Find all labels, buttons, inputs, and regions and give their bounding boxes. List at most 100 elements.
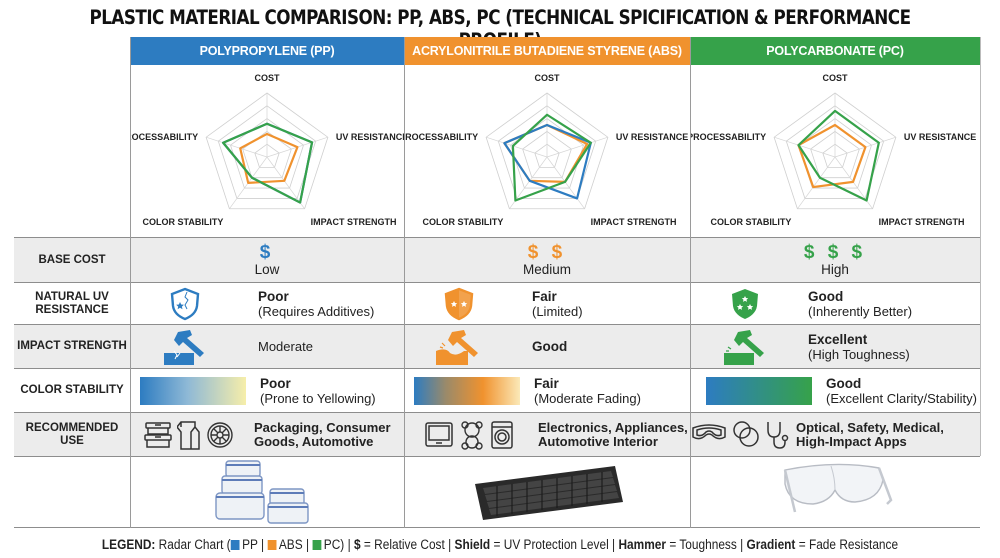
rating: Excellent bbox=[808, 331, 868, 347]
legend-abs: ABS bbox=[278, 537, 303, 552]
comparison-table: POLYPROPYLENE (PP) ACRYLONITRILE BUTADIE… bbox=[14, 37, 981, 528]
monitor-icon bbox=[425, 421, 453, 447]
divider bbox=[404, 37, 405, 528]
cost-label: Low bbox=[254, 262, 280, 277]
rating: Moderate bbox=[258, 339, 313, 354]
rating: Poor bbox=[258, 288, 289, 304]
radar-axis-label: COST bbox=[534, 73, 560, 83]
separator: | bbox=[261, 537, 265, 552]
shield-cracked-icon bbox=[170, 287, 200, 320]
radar-axis-label: IMPACT STRENGTH bbox=[879, 217, 965, 227]
column-header-pc: POLYCARBONATE (PC) bbox=[690, 37, 980, 65]
radar-series-abs bbox=[239, 132, 299, 184]
teddy-bear-icon bbox=[461, 420, 483, 450]
hammer-solid-icon bbox=[724, 329, 764, 365]
legend-shield-desc: = UV Protection Level bbox=[493, 537, 609, 552]
use-line-1: Optical, Safety, Medical, bbox=[796, 419, 944, 435]
use-line-2: Automotive Interior bbox=[538, 433, 658, 449]
radar-axis-label: UV RESISTANCE bbox=[336, 132, 404, 142]
separator: | bbox=[305, 537, 310, 552]
radar-axis-label: COLOR STABILITY bbox=[423, 217, 504, 227]
dollar-icon: $ bbox=[259, 242, 275, 263]
legend-pc-swatch bbox=[312, 540, 322, 550]
divider bbox=[980, 37, 981, 456]
rating: Fair bbox=[534, 375, 559, 391]
row-label: BASE COST bbox=[38, 253, 106, 266]
food-storage-containers-image bbox=[215, 460, 309, 524]
use-line-1: Electronics, Appliances, bbox=[538, 419, 688, 435]
legend-dollar: $ bbox=[353, 537, 361, 552]
divider bbox=[690, 37, 691, 528]
legend-gradient-desc: = Fade Resistance bbox=[798, 537, 899, 552]
legend-dollar-desc: = Relative Cost bbox=[363, 537, 445, 552]
gradient-swatch-pc bbox=[706, 376, 812, 405]
separator: | bbox=[612, 537, 616, 552]
radar-axis-label: PROCESSABILITY bbox=[130, 132, 198, 142]
wheel-rim-icon bbox=[207, 421, 233, 448]
legend-pc: PC) bbox=[323, 537, 345, 552]
hammer-cracked-icon bbox=[164, 329, 204, 365]
stethoscope-icon bbox=[767, 421, 789, 449]
legend-gradient: Gradient bbox=[746, 537, 796, 552]
cost-label: High bbox=[821, 262, 849, 277]
radar-axis-label: IMPACT STRENGTH bbox=[311, 217, 397, 227]
row-base-cost: BASE COST $ Low $ $ Medium $ $ $ High bbox=[14, 237, 980, 282]
cost-label: Medium bbox=[522, 262, 571, 277]
rating-detail: (Limited) bbox=[532, 303, 583, 319]
rating-detail: (Requires Additives) bbox=[258, 303, 375, 319]
legend-radar-text: Radar Chart ( bbox=[158, 537, 231, 552]
use-line-2: High-Impact Apps bbox=[796, 433, 907, 449]
radar-series-pc bbox=[222, 122, 314, 204]
goggles-icon bbox=[692, 423, 726, 439]
legend-hammer-desc: = Toughness bbox=[669, 537, 737, 552]
separator: | bbox=[347, 537, 351, 552]
food-container-icon bbox=[144, 421, 172, 448]
legend-abs-swatch bbox=[267, 540, 277, 550]
use-line-2: Goods, Automotive bbox=[254, 433, 374, 449]
computer-keyboard-image bbox=[475, 466, 623, 520]
dollar-icon: $ $ $ bbox=[803, 242, 867, 263]
row-uv-resistance: NATURAL UV RESISTANCE Poor(Requires Addi… bbox=[14, 282, 980, 324]
rating: Poor bbox=[260, 375, 291, 391]
rating: Good bbox=[826, 375, 862, 391]
radar-axis-label: COLOR STABILITY bbox=[143, 217, 224, 227]
rating: Good bbox=[532, 339, 568, 354]
row-example-images bbox=[14, 456, 980, 528]
separator: | bbox=[740, 537, 744, 552]
rating-detail: (High Toughness) bbox=[808, 346, 910, 362]
radar-axis-label: COST bbox=[254, 73, 280, 83]
rating-detail: (Moderate Fading) bbox=[534, 390, 641, 406]
radar-axis-label: COST bbox=[822, 73, 848, 83]
legend-label: LEGEND: bbox=[101, 537, 156, 552]
shield-stars-icon bbox=[732, 288, 758, 319]
row-impact-strength: IMPACT STRENGTH Moderate Good Excellent(… bbox=[14, 324, 980, 368]
radar-series-pp bbox=[503, 123, 592, 200]
radar-axis-label: IMPACT STRENGTH bbox=[591, 217, 677, 227]
radar-axis-label: PROCESSABILITY bbox=[690, 132, 766, 142]
row-label: NATURAL UV RESISTANCE bbox=[35, 290, 109, 316]
hammer-dent-icon bbox=[436, 329, 478, 365]
washing-machine-icon bbox=[491, 420, 513, 449]
rating-detail: (Inherently Better) bbox=[808, 303, 913, 319]
column-header-abs: ACRYLONITRILE BUTADIENE STYRENE (ABS) bbox=[404, 37, 690, 65]
row-label: COLOR STABILITY bbox=[20, 384, 124, 396]
radar-series-pc bbox=[797, 109, 880, 202]
radar-axis-label: PROCESSABILITY bbox=[404, 132, 478, 142]
safety-glasses-image bbox=[783, 463, 893, 513]
legend: LEGEND: Radar Chart (PP | ABS | PC) | $ … bbox=[60, 537, 940, 552]
lenses-icon bbox=[733, 420, 759, 447]
rating-detail: (Prone to Yellowing) bbox=[260, 390, 376, 406]
gradient-swatch-abs bbox=[414, 376, 520, 405]
row-label: IMPACT STRENGTH bbox=[17, 340, 127, 352]
dollar-icon: $ $ bbox=[527, 242, 567, 263]
radar-chart-pp: COST UV RESISTANCE IMPACT STRENGTH COLOR ST… bbox=[119, 65, 408, 237]
legend-shield: Shield bbox=[454, 537, 491, 552]
legend-pp: PP bbox=[242, 537, 258, 552]
rating: Good bbox=[808, 288, 844, 304]
milk-carton-icon bbox=[177, 420, 200, 450]
column-header-pp: POLYPROPYLENE (PP) bbox=[130, 37, 404, 65]
shield-half-icon bbox=[444, 287, 474, 320]
